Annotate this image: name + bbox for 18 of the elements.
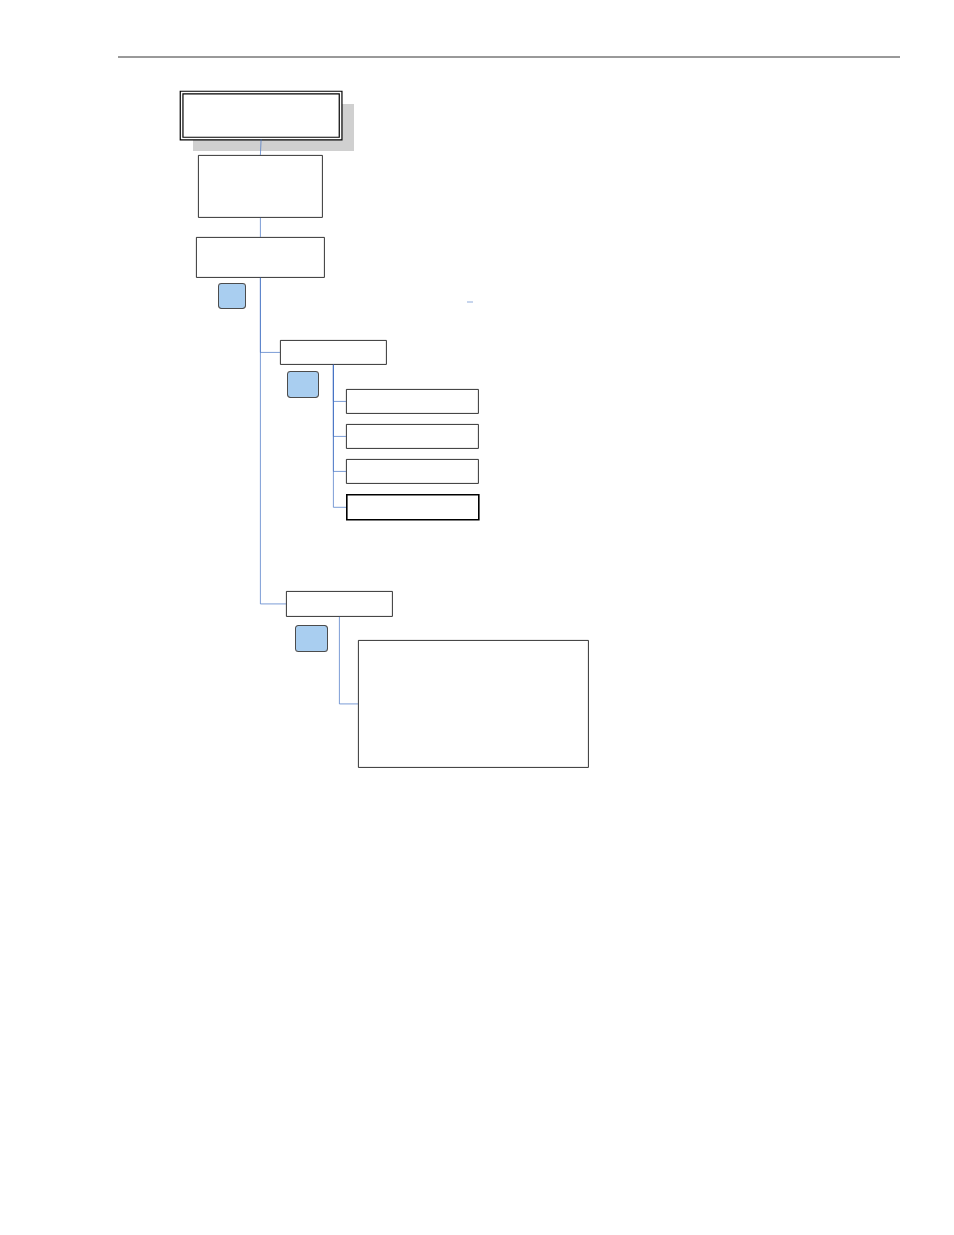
box: [346, 424, 479, 449]
box: [198, 155, 323, 218]
connector-line: [260, 277, 287, 605]
box: [346, 494, 480, 521]
box: [346, 459, 479, 484]
rounded-square: [218, 283, 246, 309]
box: [196, 237, 325, 278]
box: [358, 640, 589, 768]
rounded-square: [295, 625, 328, 652]
connector-line: [260, 138, 262, 156]
rounded-square: [287, 371, 319, 398]
connector-line: [260, 217, 261, 238]
box: [346, 389, 479, 414]
box: [280, 340, 387, 365]
title-box: [179, 90, 354, 151]
connector-line: [339, 616, 359, 705]
box: [286, 591, 393, 617]
connector-line: [333, 364, 347, 508]
